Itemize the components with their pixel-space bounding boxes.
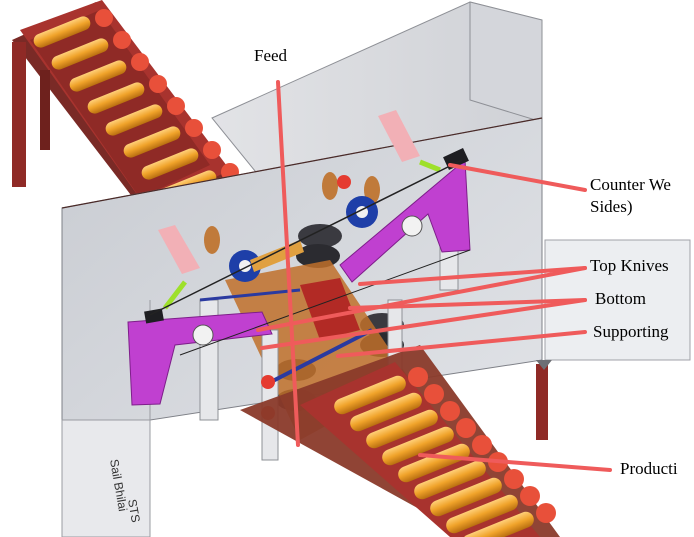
roller [414, 460, 486, 500]
counter-weights-label-line1: Counter We [590, 175, 671, 194]
bottom-arrow [348, 298, 587, 310]
sprocket [472, 435, 492, 455]
production-arrow [418, 453, 612, 472]
linkage-rod [199, 288, 301, 302]
roller [446, 494, 518, 534]
guide-block [378, 110, 420, 162]
spring [419, 159, 441, 173]
roller [430, 477, 502, 517]
cable [149, 159, 463, 316]
nameplate-line2: STS [125, 498, 143, 523]
sprocket [185, 119, 203, 137]
production-label: Producti [620, 459, 678, 478]
sprocket [203, 141, 221, 159]
feed-arrow [276, 80, 300, 447]
bottom-arrow-2 [260, 298, 587, 350]
shaft [250, 240, 304, 272]
leader-lines [256, 80, 612, 472]
cable [179, 249, 471, 356]
roller [462, 511, 534, 537]
sprocket [520, 486, 540, 506]
copper-roller [322, 172, 338, 200]
sprocket [424, 384, 444, 404]
conveyor-leg [40, 70, 50, 150]
sprocket [440, 401, 460, 421]
counter-weight [144, 308, 164, 324]
outfeed-sprockets [408, 367, 556, 523]
sprocket [149, 75, 167, 93]
infeed-conveyor [12, 0, 239, 220]
copper-roller [364, 176, 380, 204]
sprocket [536, 503, 556, 523]
feed-label: Feed [254, 46, 288, 65]
roller [398, 443, 470, 483]
copper-roller [204, 226, 220, 254]
outfeed-conveyor [240, 345, 560, 537]
roller [69, 60, 127, 92]
stop-button [261, 375, 275, 389]
roller [382, 426, 454, 466]
top-knives-arrow-1 [358, 266, 587, 286]
sprocket [504, 469, 524, 489]
top-knives-arrow-2 [256, 266, 587, 332]
spring [163, 280, 187, 310]
supporting-label: Supporting [593, 322, 669, 341]
knife-block [300, 278, 360, 340]
roller [366, 409, 438, 449]
arm-pivot [192, 324, 214, 346]
stop-button [337, 175, 351, 189]
infeed-rollers [33, 16, 217, 202]
outfeed-rollers [334, 375, 534, 537]
sprocket [408, 367, 428, 387]
sprocket [113, 31, 131, 49]
sprocket [167, 97, 185, 115]
housing-back-panel [211, 1, 543, 215]
roller [33, 16, 91, 48]
sprocket [131, 53, 149, 71]
top-knives-label: Top Knives [590, 256, 669, 275]
roller [141, 148, 199, 180]
roller [105, 104, 163, 136]
roller [51, 38, 109, 70]
roller [87, 82, 145, 114]
counter-weights-label-line2: Sides) [590, 197, 633, 216]
roller [350, 392, 422, 432]
arm-pivot [401, 215, 423, 237]
sprocket [456, 418, 476, 438]
bottom-knives-label: Bottom [595, 289, 647, 308]
supporting-arrow [336, 330, 587, 358]
nameplate: STS [125, 498, 143, 523]
linkage-rod [264, 328, 373, 387]
conveyor-leg [12, 42, 26, 187]
roller [334, 375, 406, 415]
guide-block [158, 225, 200, 274]
sprocket [95, 9, 113, 27]
counter-weights-arrow [448, 163, 587, 192]
roller [123, 126, 181, 158]
